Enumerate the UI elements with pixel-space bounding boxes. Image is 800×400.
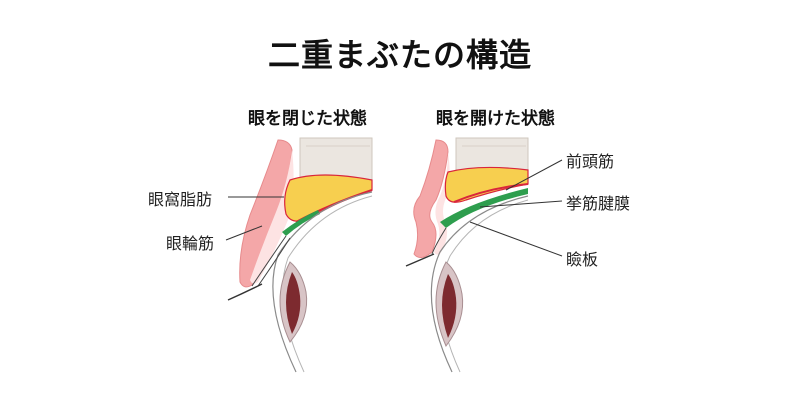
label-orbicularis: 眼輪筋 [166,234,215,253]
closed-orbital-fat [284,174,373,222]
open-eyeball [430,195,529,373]
label-tarsus: 瞼板 [566,250,599,269]
closed-orbit-bone [299,137,373,181]
open-red-line [453,183,529,203]
open-iris [442,274,457,338]
caption-open: 眼を開けた状態 [436,109,555,129]
closed-inner-layer [250,150,294,284]
closed-green-muscle [282,210,320,236]
closed-iris [286,272,301,334]
open-orbital-fat [444,166,529,203]
open-orbit-bone [455,137,529,171]
open-eye-illustration [405,137,529,373]
label-frontalis: 前頭筋 [566,152,615,171]
open-skin [413,139,449,258]
page-title: 二重まぶたの構造 [267,36,532,74]
closed-eyeball [272,191,373,373]
label-levator-aponeurosis: 挙筋腱膜 [566,194,631,213]
closed-eye-illustration [227,137,373,373]
label-orbital-fat: 眼窩脂肪 [148,190,213,209]
caption-closed: 眼を閉じた状態 [248,109,367,129]
open-green-muscle [440,188,528,228]
